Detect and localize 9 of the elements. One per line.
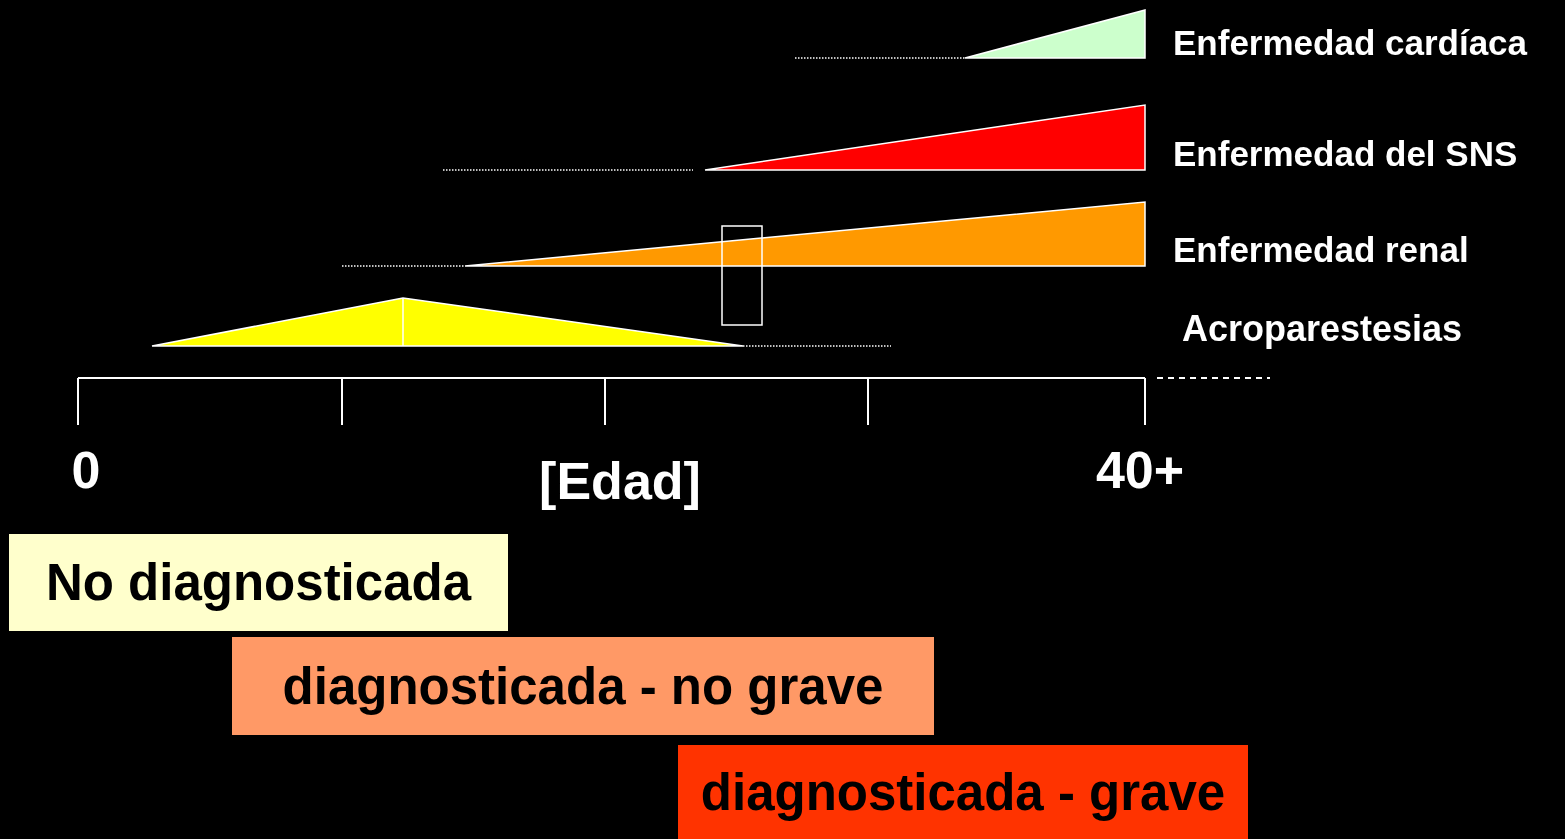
- diagnosis-stage-label: diagnosticada - grave: [678, 745, 1248, 839]
- symptom-label: Enfermedad cardíaca: [1173, 24, 1528, 60]
- diagnosis-stage-label: diagnosticada - no grave: [232, 637, 934, 735]
- symptom-label: Enfermedad del SNS: [1173, 135, 1518, 171]
- axis-label: Acroparestesias: [1181, 311, 1463, 347]
- axis-label: 0: [71, 444, 101, 496]
- symptom-label: Enfermedad renal: [1173, 231, 1469, 267]
- axis-label: 40+: [1095, 444, 1185, 496]
- diagnosis-stage-label: No diagnosticada: [9, 534, 508, 631]
